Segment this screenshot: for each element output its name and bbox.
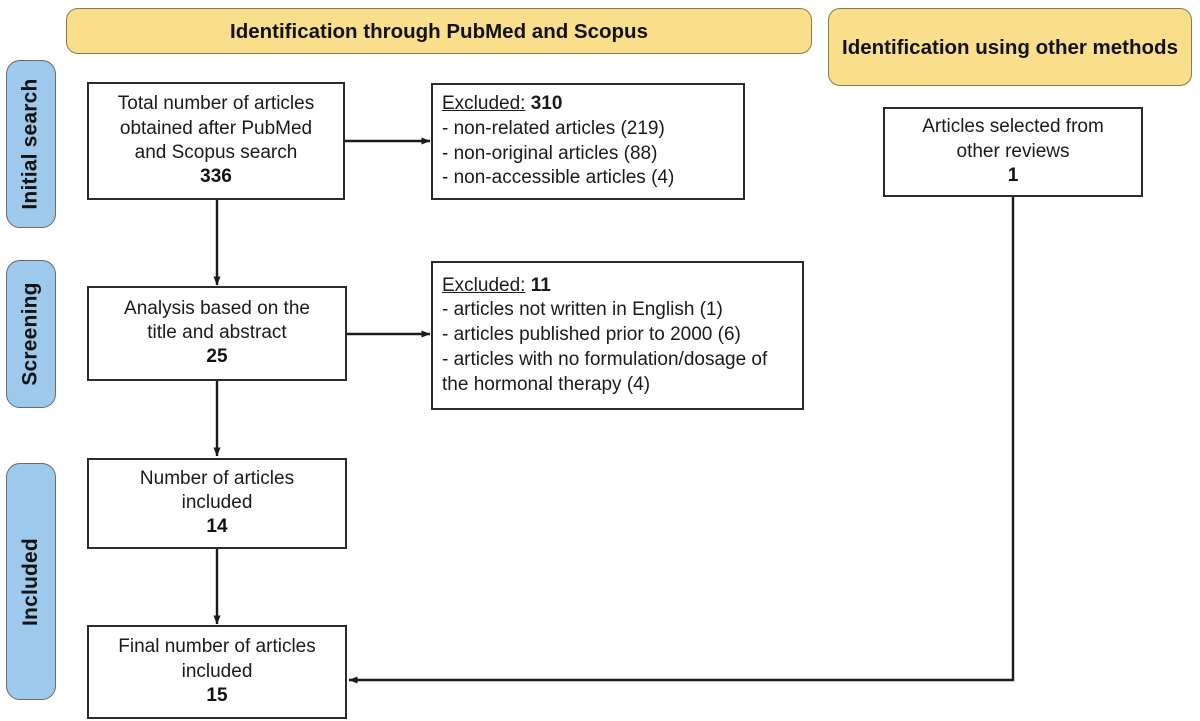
node-line: included [181,660,253,682]
stage-label-initial-search: Initial search [19,78,43,210]
exclusion-item: - articles with no formulation/dosage of… [442,348,768,395]
banner-identification-pubmed-scopus: Identification through PubMed and Scopus [66,8,812,54]
exclusion-box-first: Excluded: 310 - non-related articles (21… [431,83,745,200]
node-count: 15 [206,684,228,706]
node-line: Final number of articles [118,636,316,658]
node-articles-included: Number of articles included 14 [87,458,347,549]
node-line: title and abstract [147,322,287,344]
exclusion-item: - non-original articles (88) [442,142,658,164]
exclusion-item: - articles published prior to 2000 (6) [442,324,741,346]
node-line: obtained after PubMed [119,117,313,139]
banner-identification-other-methods: Identification using other methods [828,8,1192,86]
node-line: Analysis based on the [124,297,310,319]
exclusion-item: - articles not written in English (1) [442,299,723,321]
exclusion-heading: Excluded: 310 [442,92,562,117]
node-articles-from-other-reviews: Articles selected from other reviews 1 [883,107,1143,197]
node-title-abstract-screening: Analysis based on the title and abstract… [87,286,347,381]
node-total-records: Total number of articles obtained after … [87,82,345,200]
exclusion-heading-label: Excluded: [442,93,526,115]
node-count: 336 [200,166,232,188]
node-line: Articles selected from [922,116,1104,138]
stage-pill-included: Included [6,463,56,700]
stage-label-included: Included [19,537,43,626]
stage-pill-screening: Screening [6,260,56,408]
stage-label-screening: Screening [19,282,42,386]
exclusion-item: - non-related articles (219) [442,117,665,139]
node-count: 14 [206,516,228,538]
node-line: other reviews [956,140,1070,162]
stage-pill-initial-search: Initial search [6,60,56,228]
node-count: 1 [1007,164,1019,186]
node-line: Total number of articles [117,93,315,115]
banner-label-other-methods: Identification using other methods [842,35,1178,59]
node-line: and Scopus search [134,141,298,163]
exclusion-box-second: Excluded: 11 - articles not written in E… [431,261,804,410]
node-final-articles-included: Final number of articles included 15 [87,625,347,719]
exclusion-heading-label: Excluded: [442,274,526,296]
exclusion-heading-count: 11 [530,274,551,296]
exclusion-heading: Excluded: 11 [442,274,551,299]
node-line: Number of articles [139,467,295,489]
banner-label-pubmed-scopus: Identification through PubMed and Scopus [230,19,648,43]
exclusion-heading-count: 310 [530,93,563,115]
node-count: 25 [206,346,228,368]
node-line: included [181,492,253,514]
exclusion-item: - non-accessible articles (4) [442,167,675,189]
